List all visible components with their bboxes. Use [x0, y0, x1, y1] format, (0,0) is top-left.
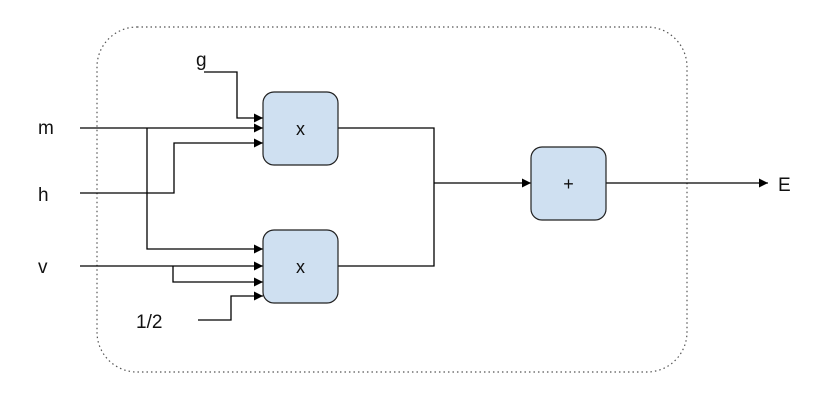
multiply-top-symbol: x — [296, 119, 305, 139]
wire-bottom-product — [338, 183, 435, 267]
add-block: + — [530, 146, 607, 221]
multiply-block-top: x — [262, 91, 339, 166]
wire-g — [204, 71, 263, 123]
input-m-label: m — [38, 118, 54, 139]
output-e-label: E — [778, 175, 791, 196]
wire-half — [198, 291, 263, 321]
wire-v-2 — [172, 266, 263, 287]
wire-h — [80, 138, 263, 194]
input-v-label: v — [38, 257, 48, 278]
input-h-label: h — [38, 185, 49, 206]
input-half-label: 1/2 — [136, 312, 162, 333]
input-g-label: g — [196, 50, 207, 71]
wire-m-bottom — [146, 128, 263, 254]
add-symbol: + — [563, 174, 574, 194]
multiply-bottom-symbol: x — [296, 257, 305, 277]
multiply-block-bottom: x — [262, 229, 339, 304]
wire-top-product — [338, 127, 435, 183]
